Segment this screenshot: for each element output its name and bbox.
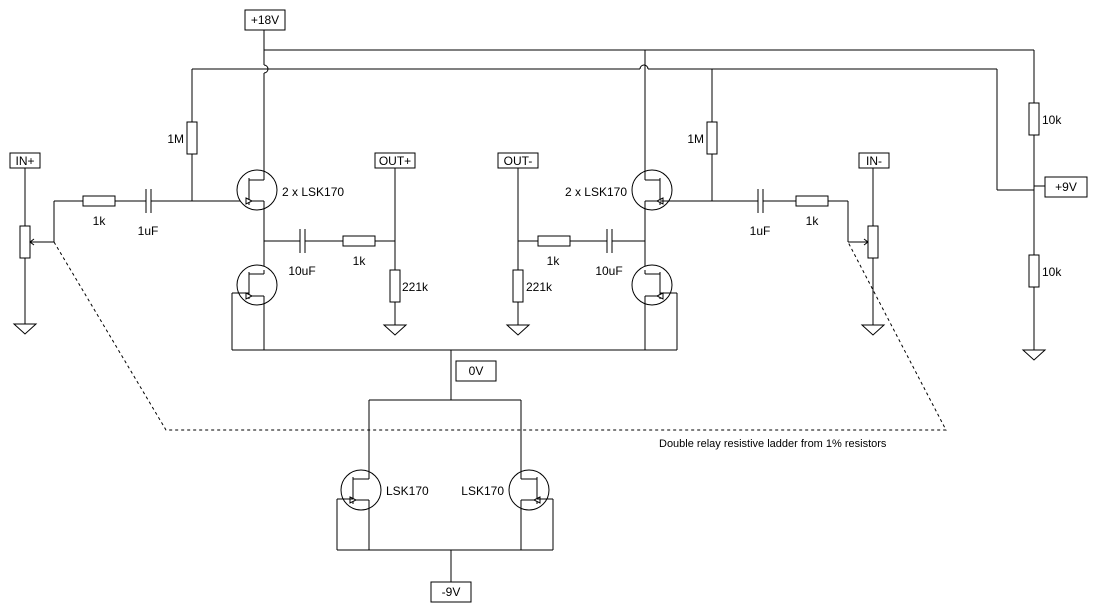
port-out-minus: OUT- [497, 152, 539, 169]
port-label: 0V [469, 364, 484, 378]
ground-symbol [1021, 349, 1047, 361]
port-in-minus: IN- [858, 152, 890, 169]
label-r-out-left: 1k [353, 254, 367, 268]
port-zero: 0V [455, 360, 497, 382]
port-label: IN- [866, 154, 882, 168]
resistor-divider-bottom [1028, 254, 1040, 288]
label-c-in-right: 1uF [750, 224, 771, 238]
resistor-divider-top [1028, 102, 1040, 136]
port-vplus18: +18V [244, 9, 286, 31]
right-input-network [660, 121, 886, 336]
left-input-network [12, 121, 246, 335]
resistor-in-left [82, 195, 116, 207]
ground-symbol [382, 324, 408, 336]
label-r-in-left: 1k [93, 214, 107, 228]
label-c-in-left: 1uF [138, 224, 159, 238]
right-jfet-stage [505, 168, 678, 350]
label-r-load-left: 221k [402, 280, 429, 294]
input-pot-left [19, 225, 31, 259]
label-jfet-pair-right: 2 x LSK170 [565, 185, 627, 199]
resistor-in-right [795, 195, 829, 207]
port-label: OUT+ [379, 154, 411, 168]
port-vplus9: +9V [1044, 176, 1088, 198]
port-label: IN+ [15, 154, 34, 168]
label-r-out-right: 1k [547, 254, 561, 268]
resistor-out-left [342, 235, 376, 247]
jfet-left-upper [236, 169, 278, 211]
resistor-load-left [389, 269, 401, 303]
port-in-plus: IN+ [9, 152, 41, 169]
ground-symbol [12, 323, 38, 335]
port-out-plus: OUT+ [374, 152, 416, 169]
relay-ladder-link [53, 241, 947, 431]
label-r-load-right: 221k [526, 280, 553, 294]
bias-divider [1021, 50, 1047, 361]
ground-symbol [860, 324, 886, 336]
resistor-out-right [537, 235, 571, 247]
jfet-right-lower [631, 264, 673, 306]
port-label: -9V [442, 585, 461, 599]
port-label: +18V [251, 13, 279, 27]
port-vminus9: -9V [430, 581, 472, 603]
port-label: +9V [1055, 180, 1077, 194]
label-jfet-bottom-right: LSK170 [461, 484, 504, 498]
jfet-bottom-left [340, 469, 382, 511]
label-r-in-right: 1k [806, 214, 820, 228]
zero-volt-bus [232, 349, 677, 470]
label-r-gate-left: 1M [167, 132, 184, 146]
label-r-gate-right: 1M [687, 132, 704, 146]
ground-symbol [505, 324, 531, 336]
supply-rails [191, 30, 1034, 191]
resistor-gate-right [706, 121, 718, 155]
label-c-out-left: 10uF [288, 264, 315, 278]
label-ladder-note: Double relay resistive ladder from 1% re… [659, 438, 887, 450]
jfet-bottom-right [508, 469, 550, 511]
resistor-load-right [512, 269, 524, 303]
jfet-left-lower [236, 264, 278, 306]
left-jfet-stage [231, 168, 408, 350]
bottom-current-sources [336, 469, 554, 582]
label-r-div-top: 10k [1042, 113, 1062, 127]
input-pot-right [867, 225, 879, 259]
label-c-out-right: 10uF [595, 264, 622, 278]
resistor-gate-left [186, 121, 198, 155]
label-jfet-bottom-left: LSK170 [386, 484, 429, 498]
label-r-div-bottom: 10k [1042, 265, 1062, 279]
jfet-right-upper [631, 169, 673, 211]
port-label: OUT- [504, 154, 533, 168]
label-jfet-pair-left: 2 x LSK170 [282, 185, 344, 199]
component-labels: 1M 1M 1k 1k 1uF 1uF 10uF 10uF 1k 1k 221k… [93, 113, 1063, 498]
